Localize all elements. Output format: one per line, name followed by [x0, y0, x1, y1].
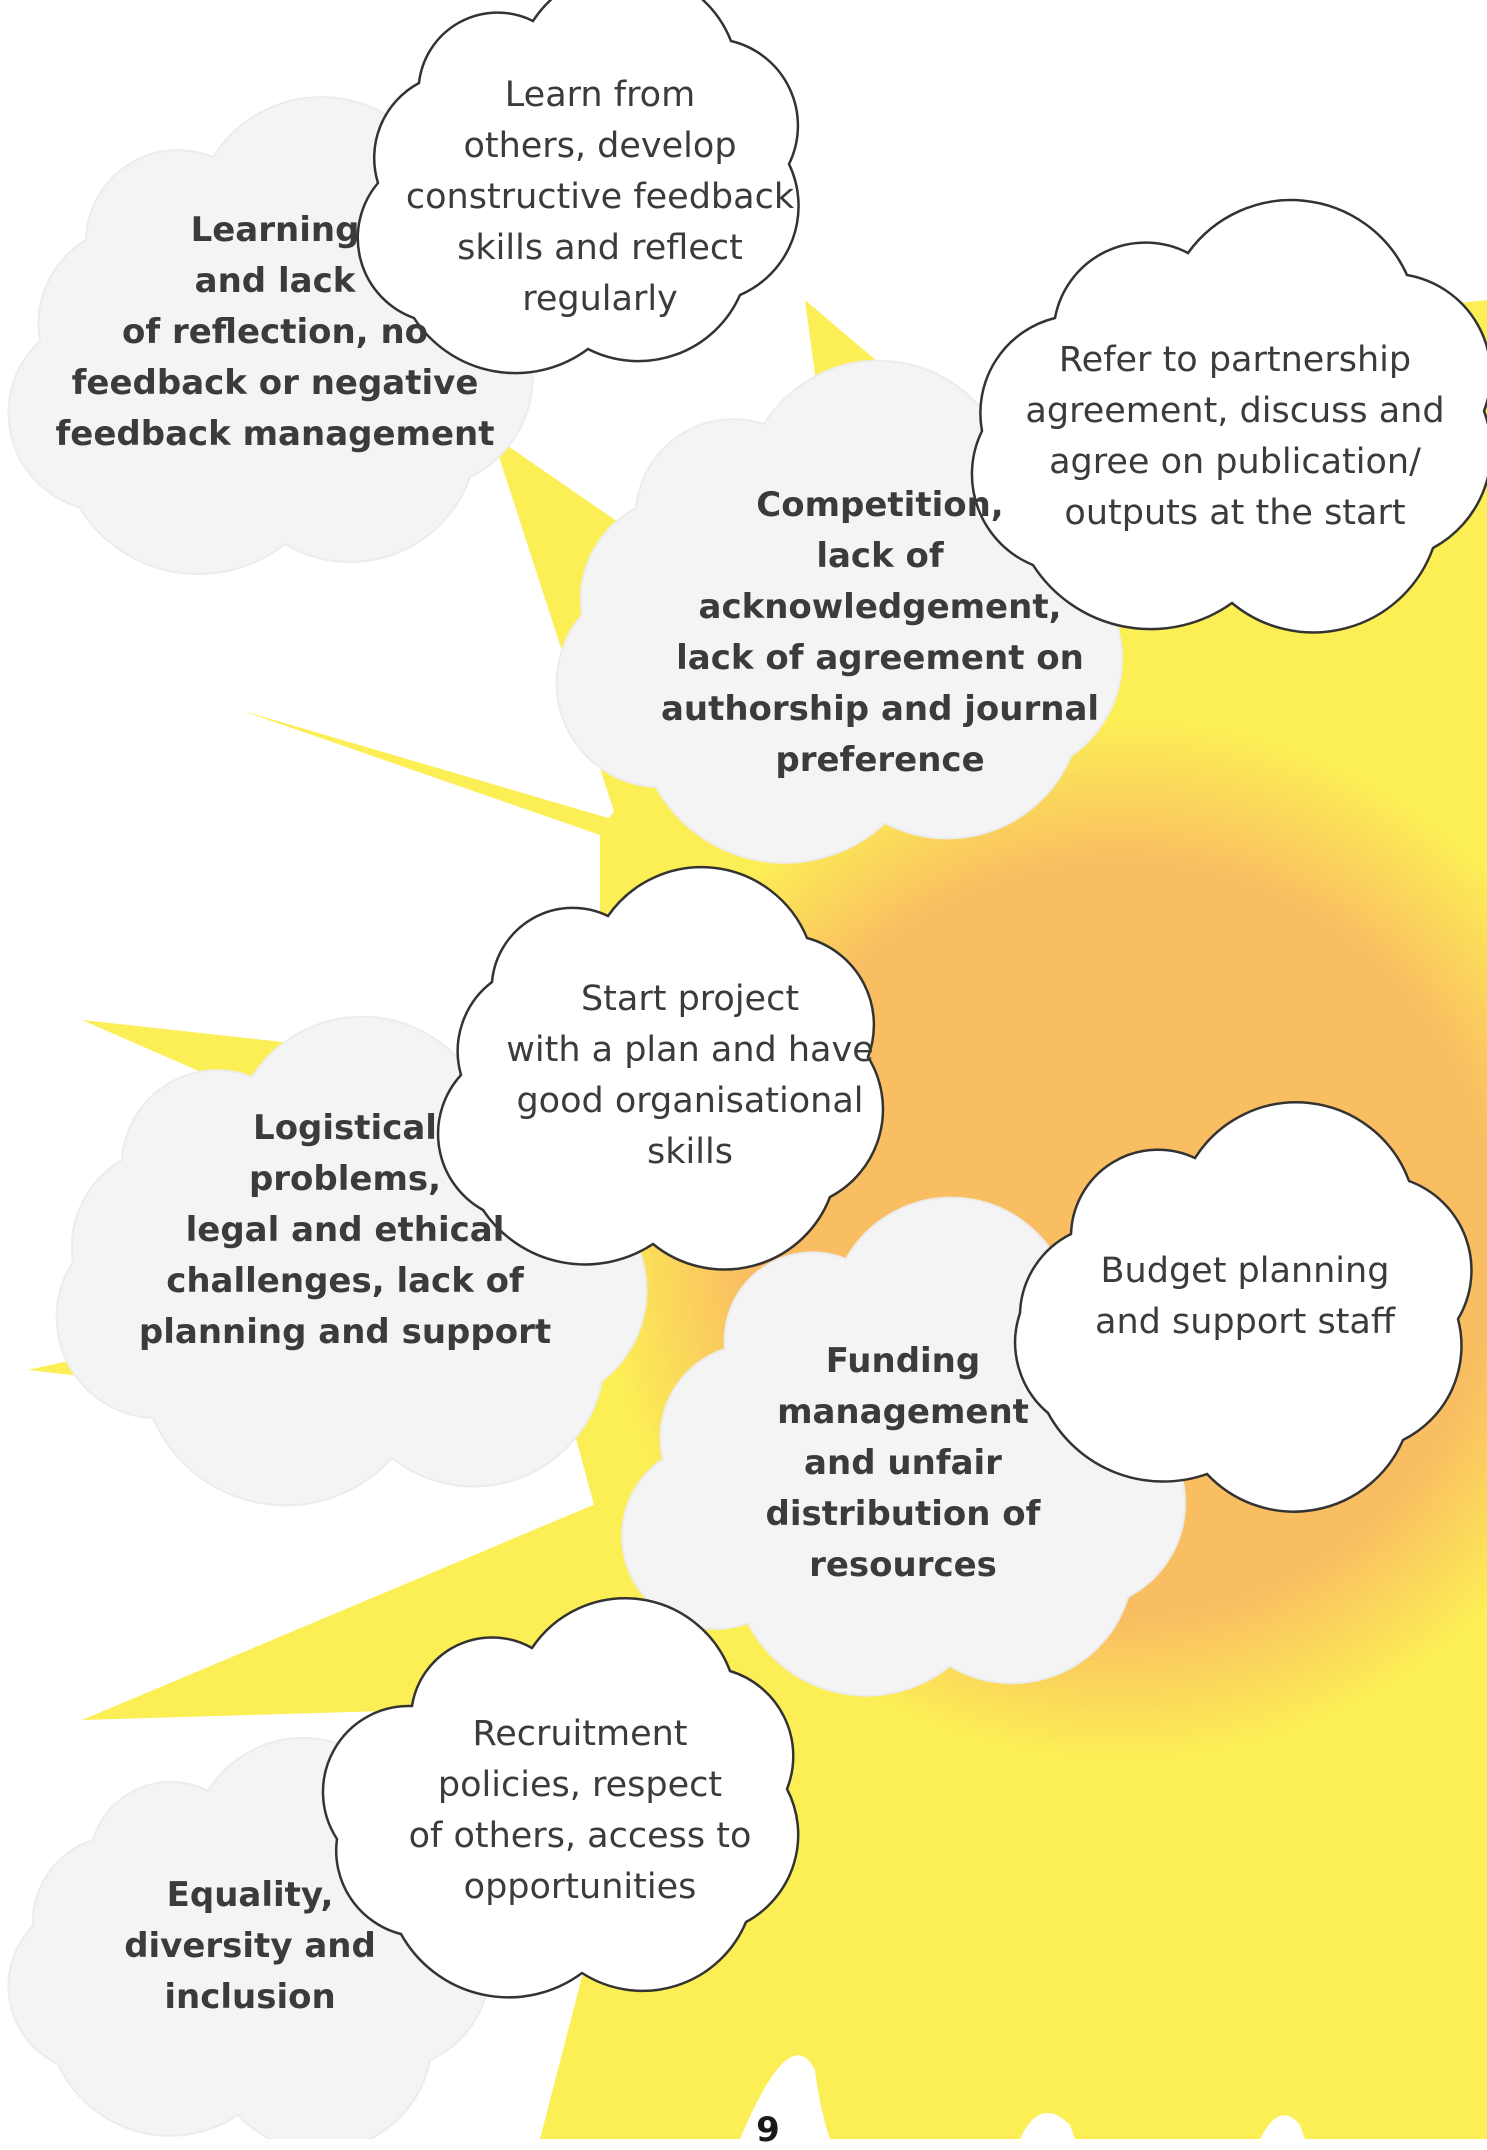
solution-partnership-text: Refer to partnership agreement, discuss …	[1025, 340, 1445, 533]
page-number: 9	[756, 2110, 780, 2150]
challenge-logistics-text: Logistical problems, legal and ethical c…	[138, 1108, 552, 1352]
bottom-flame	[1020, 2112, 1075, 2139]
solution-cloud	[356, 0, 800, 375]
solution-feedback-text: Learn from others, develop constructive …	[405, 75, 795, 319]
sun-ray	[240, 710, 615, 835]
challenge-funding-text: Funding management and unfair distributi…	[765, 1341, 1041, 1585]
bottom-flame	[740, 2055, 830, 2139]
solution-budget-text: Budget planning and support staff	[1095, 1251, 1395, 1342]
solution-cloud	[970, 198, 1487, 634]
challenge-competition-text: Competition, lack of acknowledgement, la…	[660, 485, 1100, 780]
challenge-learning-text: Learning and lack of reflection, no feed…	[55, 210, 495, 454]
bottom-flame	[1260, 2115, 1305, 2139]
solution-cloud	[436, 866, 885, 1271]
challenge-equality-text: Equality, diversity and inclusion	[124, 1875, 376, 2017]
solution-cloud	[321, 1597, 800, 1999]
solution-cloud	[1013, 1101, 1473, 1513]
solution-planning-text: Start project with a plan and have good …	[506, 979, 874, 1172]
solution-recruitment-text: Recruitment policies, respect of others,…	[408, 1714, 752, 1907]
